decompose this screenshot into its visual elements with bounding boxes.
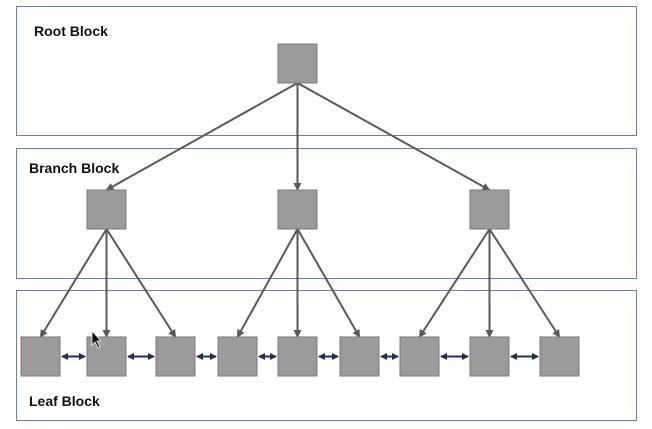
leaf-node-5 xyxy=(277,336,318,377)
root-block-label: Root Block xyxy=(34,23,108,39)
root-to-branch-arrow-1 xyxy=(105,82,298,191)
leaf-node-6 xyxy=(339,336,380,377)
leaf-node-7 xyxy=(399,336,440,377)
branch-node-1 xyxy=(86,189,127,230)
branch-to-leaf-arrow-1 xyxy=(39,228,108,338)
leaf-node-4 xyxy=(217,336,258,377)
branch-node-3 xyxy=(469,189,510,230)
leaf-block-label: Leaf Block xyxy=(29,393,100,409)
branch-node-2 xyxy=(277,189,318,230)
root-to-branch-arrow-3 xyxy=(297,82,491,191)
leaf-node-8 xyxy=(469,336,510,377)
branch-to-leaf-arrow-7 xyxy=(418,228,491,338)
branch-block-label: Branch Block xyxy=(29,160,120,176)
branch-to-leaf-arrow-4 xyxy=(236,228,299,338)
leaf-node-9 xyxy=(539,336,580,377)
leaf-node-3 xyxy=(155,336,196,377)
branch-to-leaf-arrow-3 xyxy=(105,228,177,338)
branch-to-leaf-arrow-9 xyxy=(488,228,561,338)
root-node xyxy=(277,43,318,84)
branch-to-leaf-arrow-6 xyxy=(296,228,361,338)
root-block: Root Block xyxy=(16,6,637,136)
leaf-node-1 xyxy=(20,336,61,377)
mouse-cursor-icon xyxy=(91,329,102,349)
